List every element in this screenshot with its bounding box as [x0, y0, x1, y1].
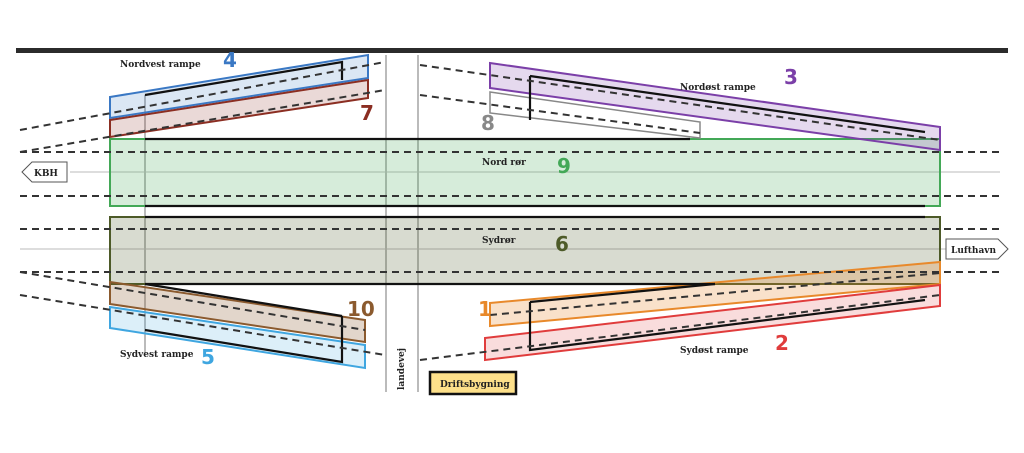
- label-nordost: Nordøst rampe: [680, 83, 756, 93]
- zone-number-6: 6: [555, 232, 569, 256]
- top-border-bar: [16, 48, 1008, 53]
- zone-number-1: 1: [478, 297, 492, 321]
- label-nordror: Nord rør: [482, 158, 526, 168]
- dash-sw-2: [19, 294, 386, 356]
- zone-9-nord-ror: [109, 138, 941, 207]
- driftsbygning-box: [428, 370, 518, 396]
- zone-number-9: 9: [557, 154, 571, 178]
- zone-4-nordvest: [109, 53, 369, 120]
- zone-number-3: 3: [784, 65, 798, 89]
- label-sydvest: Sydvest rampe: [120, 350, 194, 360]
- zone-3-nordost: [489, 61, 941, 152]
- sydvest-ramp-edge: [144, 282, 343, 318]
- sydost-ramp-top-edge: [529, 282, 716, 304]
- kbh-arrow-shape: [21, 161, 68, 183]
- dash-se-2: [489, 272, 941, 316]
- zone-7: [109, 78, 369, 139]
- dash-se-1: [419, 294, 941, 361]
- dash-sw-1: [19, 271, 366, 331]
- dash-nw-2: [19, 89, 386, 153]
- zone-number-5: 5: [201, 345, 215, 369]
- label-driftsbygning: Driftsbygning: [440, 380, 510, 390]
- zone-number-10: 10: [347, 297, 375, 321]
- sydost-ramp-edge: [528, 298, 926, 352]
- lufthavn-arrow-label: Lufthavn: [951, 246, 997, 256]
- nordvest-ramp-edge: [144, 60, 344, 97]
- label-nordvest: Nordvest rampe: [120, 60, 201, 70]
- sydvest-ramp-bottom-edge: [144, 316, 344, 364]
- nordost-ramp-top-edge: [529, 74, 926, 134]
- zone-number-2: 2: [775, 331, 789, 355]
- dash-nw-1: [19, 61, 386, 131]
- zone-5-sydvest: [109, 305, 366, 370]
- zone-number-7: 7: [360, 101, 374, 125]
- label-road: landevej: [397, 348, 407, 390]
- label-sydror: Sydrør: [482, 236, 516, 246]
- zone-10: [109, 280, 366, 344]
- label-sydost: Sydøst rampe: [680, 346, 749, 356]
- zone-number-4: 4: [223, 48, 237, 72]
- kbh-arrow-label: KBH: [34, 169, 58, 179]
- zone-number-8: 8: [481, 111, 495, 135]
- lufthavn-arrow-shape: [945, 238, 1009, 260]
- dash-ne-1: [419, 64, 941, 141]
